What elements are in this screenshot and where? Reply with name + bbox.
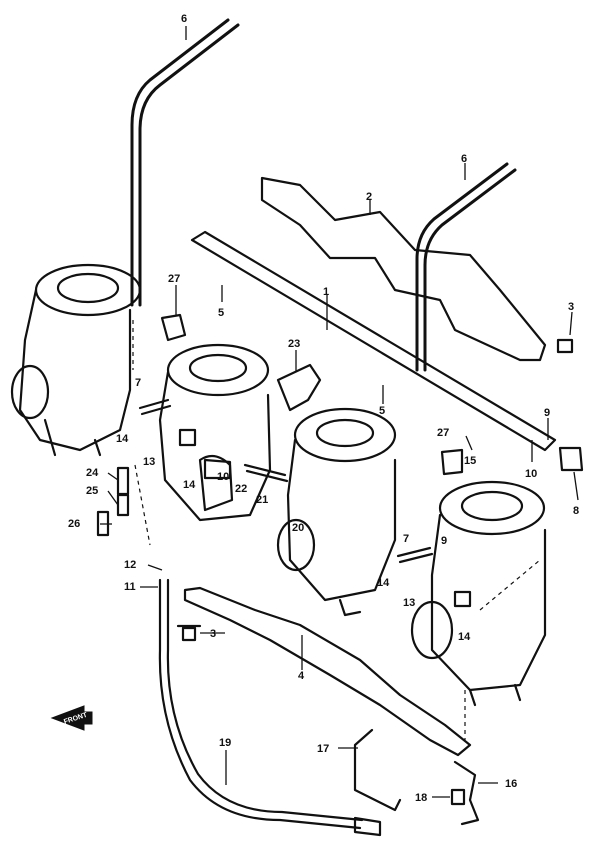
cap-27-left bbox=[160, 313, 187, 342]
alignment-lines bbox=[132, 320, 541, 740]
callout-5b: 5 bbox=[379, 405, 385, 417]
callout-16: 16 bbox=[505, 778, 517, 790]
front-direction-arrow-icon: FRONT bbox=[50, 705, 93, 731]
callout-13a: 13 bbox=[143, 456, 155, 468]
screw-3-upper bbox=[556, 338, 574, 354]
spring-21 bbox=[243, 463, 289, 483]
carburetor-3 bbox=[276, 407, 397, 617]
spring-13-left bbox=[138, 398, 172, 416]
carburetor-4 bbox=[410, 480, 547, 707]
callout-21: 21 bbox=[256, 494, 268, 506]
callout-2: 2 bbox=[366, 191, 372, 203]
screw-3-lower bbox=[176, 624, 202, 642]
spring-25 bbox=[116, 493, 130, 517]
callout-7b: 7 bbox=[403, 533, 409, 545]
callout-20: 20 bbox=[292, 522, 304, 534]
callout-22: 22 bbox=[235, 483, 247, 495]
clip-26 bbox=[96, 510, 110, 537]
callout-10a: 10 bbox=[217, 471, 229, 483]
cap-27-right bbox=[440, 448, 464, 476]
throttle-lever-plate bbox=[183, 586, 472, 757]
callout-6b: 6 bbox=[461, 153, 467, 165]
screw-24 bbox=[116, 466, 130, 496]
upper-bracket-plate bbox=[260, 176, 547, 362]
throttle-cable bbox=[158, 578, 364, 830]
callout-11: 11 bbox=[124, 581, 136, 593]
callout-19: 19 bbox=[219, 737, 231, 749]
callout-27b: 27 bbox=[437, 427, 449, 439]
vent-hose-right bbox=[415, 162, 517, 372]
callout-26: 26 bbox=[68, 518, 80, 530]
callout-25: 25 bbox=[86, 485, 98, 497]
spring-14-right bbox=[453, 590, 472, 608]
leader-lines bbox=[100, 26, 579, 798]
callout-3a: 3 bbox=[568, 301, 574, 313]
screw-18 bbox=[450, 788, 466, 806]
callout-18: 18 bbox=[415, 792, 427, 804]
idle-adjuster-8 bbox=[558, 446, 584, 472]
callout-14d: 14 bbox=[458, 631, 471, 643]
callout-14a: 14 bbox=[116, 433, 129, 445]
callout-7a: 7 bbox=[135, 377, 141, 389]
linkage-rod bbox=[190, 230, 557, 452]
callout-27a: 27 bbox=[168, 273, 180, 285]
bracket-16 bbox=[453, 760, 480, 826]
callout-17: 17 bbox=[317, 743, 329, 755]
callout-10b: 10 bbox=[525, 468, 537, 480]
callout-9a: 9 bbox=[544, 407, 550, 419]
vent-hose-left bbox=[130, 18, 240, 307]
callout-14b: 14 bbox=[183, 479, 196, 491]
callout-23: 23 bbox=[288, 338, 300, 350]
cable-end-fitting bbox=[353, 816, 382, 837]
callout-12: 12 bbox=[124, 559, 136, 571]
callout-5a: 5 bbox=[218, 307, 224, 319]
spring-13-right bbox=[396, 546, 434, 564]
callout-24: 24 bbox=[86, 467, 99, 479]
spring-22 bbox=[203, 458, 232, 480]
return-spring-17 bbox=[353, 728, 402, 812]
callout-15: 15 bbox=[464, 455, 476, 467]
callout-3b: 3 bbox=[210, 628, 216, 640]
callout-8: 8 bbox=[573, 505, 579, 517]
callout-14c: 14 bbox=[377, 577, 390, 589]
fitting-23 bbox=[276, 363, 322, 412]
callout-9b: 9 bbox=[441, 535, 447, 547]
callout-13b: 13 bbox=[403, 597, 415, 609]
callout-1: 1 bbox=[323, 286, 329, 298]
callout-4: 4 bbox=[298, 670, 305, 682]
spring-14-left bbox=[178, 428, 197, 447]
callout-labels: 6 6 2 1 3 27 5 23 7 5 9 27 14 13 15 10 1… bbox=[68, 13, 579, 804]
carburetor-2 bbox=[158, 343, 272, 522]
carburetor-1 bbox=[10, 263, 142, 457]
callout-6a: 6 bbox=[181, 13, 187, 25]
